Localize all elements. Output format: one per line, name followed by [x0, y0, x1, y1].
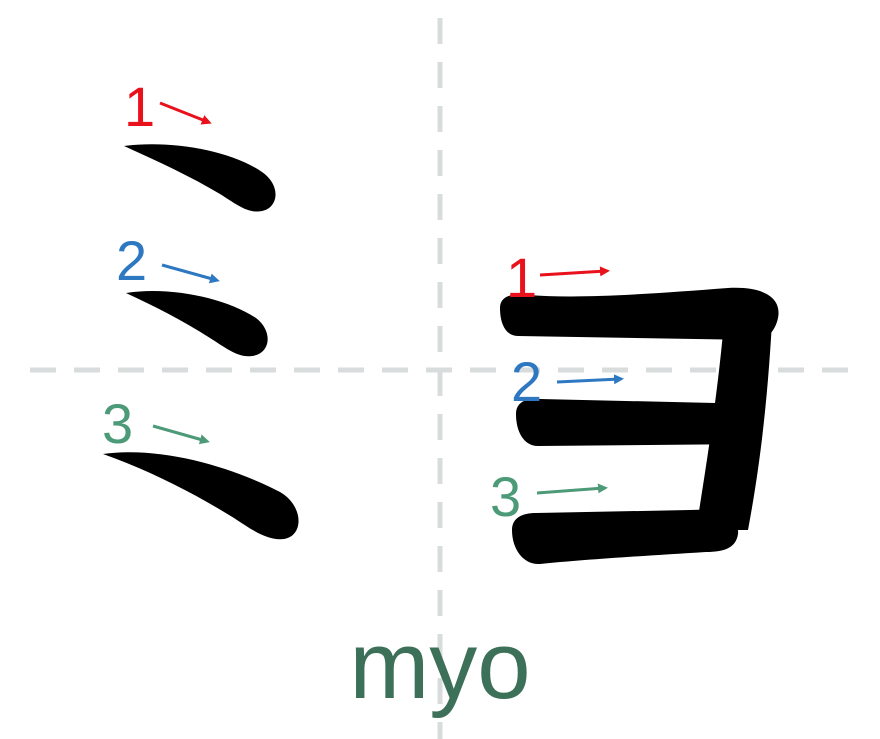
mi-stroke-3-number: 3: [102, 392, 133, 455]
mi-stroke-2-number: 2: [116, 229, 147, 292]
yo-stroke-3-number: 3: [490, 465, 521, 528]
mi-stroke-1-arrow: [159, 101, 212, 125]
yo-stroke-3: [512, 509, 739, 565]
mi-stroke-1: [124, 144, 276, 212]
yo-stroke-1: [500, 287, 779, 340]
yo-stroke-1-number: 1: [506, 246, 537, 309]
mi-stroke-2: [126, 290, 268, 357]
yo-stroke-1-arrow: [539, 266, 610, 277]
yo-stroke-2-arrow: [556, 374, 624, 385]
character-yo: 1 2 3: [490, 246, 779, 565]
yo-stroke-2-number: 2: [511, 350, 542, 413]
yo-stroke-2: [516, 398, 758, 446]
romaji-label: myo: [349, 612, 530, 719]
yo-stroke-3-arrow: [536, 483, 608, 495]
mi-stroke-3: [103, 452, 299, 540]
mi-stroke-2-arrow: [161, 263, 220, 284]
character-mi: 1 2 3: [102, 75, 299, 540]
mi-stroke-1-number: 1: [124, 75, 155, 138]
mi-stroke-3-arrow: [152, 424, 210, 445]
